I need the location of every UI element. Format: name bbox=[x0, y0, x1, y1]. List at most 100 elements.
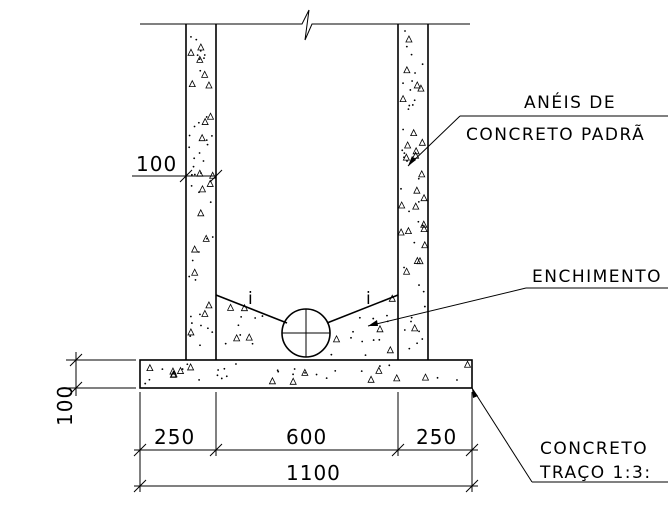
hatch-triangle bbox=[420, 193, 428, 202]
hatch-dot bbox=[205, 116, 208, 118]
hatch-dot bbox=[413, 241, 416, 244]
hatch-triangle bbox=[197, 43, 205, 51]
hatch-dot bbox=[408, 210, 410, 213]
hatch-triangle bbox=[412, 146, 420, 155]
hatch-dot bbox=[411, 104, 414, 106]
hatch-dot bbox=[190, 322, 193, 324]
hatch-dot bbox=[186, 363, 189, 366]
hatch-dot bbox=[223, 367, 226, 370]
base-leader bbox=[471, 387, 668, 483]
pipe-icon bbox=[281, 308, 331, 358]
hatch-dot bbox=[198, 191, 200, 194]
hatch-dot bbox=[404, 30, 406, 32]
fill-leader bbox=[367, 287, 668, 327]
hatch-triangle bbox=[367, 375, 375, 383]
wall-thickness-label: 100 bbox=[136, 152, 177, 176]
hatch-dot bbox=[408, 104, 411, 107]
hatch-dot bbox=[417, 177, 420, 180]
hatch-dot bbox=[225, 375, 228, 378]
hatch-dot bbox=[386, 314, 388, 317]
hatch-triangle bbox=[413, 81, 421, 89]
concrete-hatch bbox=[144, 30, 472, 385]
hatch-dot bbox=[360, 370, 363, 373]
hatch-triangle bbox=[421, 240, 429, 249]
right-span-label: 250 bbox=[416, 425, 457, 449]
fill-label: ENCHIMENTO bbox=[532, 267, 662, 287]
hatch-dot bbox=[211, 331, 214, 334]
hatch-dot bbox=[416, 342, 418, 345]
hatch-triangle bbox=[186, 363, 195, 371]
hatch-triangle bbox=[170, 370, 178, 378]
hatch-triangle bbox=[197, 208, 205, 217]
hatch-dot bbox=[235, 363, 237, 365]
hatch-dot bbox=[196, 54, 199, 57]
hatch-triangle bbox=[386, 345, 394, 354]
hatch-triangle bbox=[417, 84, 425, 92]
hatch-triangle bbox=[201, 70, 209, 78]
hatch-dot bbox=[400, 187, 402, 190]
hatch-triangle bbox=[289, 377, 297, 385]
hatch-triangle bbox=[405, 35, 413, 43]
hatch-dot bbox=[372, 317, 375, 320]
hatch-triangle bbox=[412, 202, 420, 210]
hatch-dot bbox=[364, 354, 367, 356]
rings-label-line2: CONCRETO PADRÃ bbox=[466, 123, 645, 145]
hatch-triangle bbox=[421, 373, 430, 381]
hatch-triangle bbox=[146, 363, 154, 372]
fill-benching bbox=[215, 294, 399, 324]
hatch-dot bbox=[388, 364, 391, 367]
hatch-triangle bbox=[198, 133, 206, 142]
wall-thickness-dimension bbox=[132, 169, 223, 183]
hatch-triangle bbox=[209, 171, 217, 179]
hatch-triangle bbox=[169, 370, 177, 378]
hatch-triangle bbox=[403, 141, 412, 149]
hatch-triangle bbox=[388, 294, 396, 302]
hatch-dot bbox=[410, 316, 413, 319]
hatch-dot bbox=[315, 373, 318, 376]
hatch-dot bbox=[403, 329, 406, 331]
hatch-triangle bbox=[420, 224, 428, 232]
hatch-triangle bbox=[403, 65, 411, 74]
hatch-dot bbox=[330, 353, 333, 356]
hatch-dot bbox=[211, 135, 213, 137]
top-break-line bbox=[140, 9, 470, 41]
hatch-dot bbox=[197, 251, 200, 253]
hatch-dot bbox=[190, 173, 193, 176]
hatch-dot bbox=[417, 200, 420, 203]
base-label-line2: TRAÇO 1:3: bbox=[539, 463, 652, 483]
hatch-dot bbox=[148, 378, 151, 381]
left-ring-wall bbox=[185, 24, 217, 360]
slab-thickness-label: 100 bbox=[53, 385, 77, 426]
hatch-triangle bbox=[205, 301, 213, 309]
hatch-dot bbox=[292, 373, 294, 376]
hatch-dot bbox=[405, 45, 408, 48]
hatch-dot bbox=[189, 315, 192, 318]
hatch-dot bbox=[197, 121, 200, 124]
hatch-dot bbox=[276, 369, 279, 372]
rings-label-line1: ANÉIS DE bbox=[524, 91, 616, 113]
hatch-dot bbox=[206, 143, 209, 146]
hatch-triangle bbox=[205, 81, 213, 89]
hatch-dot bbox=[209, 201, 212, 204]
hatch-triangle bbox=[240, 303, 249, 312]
hatch-dot bbox=[410, 320, 412, 323]
hatch-triangle bbox=[191, 268, 199, 276]
hatch-dot bbox=[352, 330, 354, 333]
hatch-dot bbox=[198, 58, 201, 61]
hatch-dot bbox=[191, 259, 194, 262]
hatch-dot bbox=[216, 374, 219, 377]
total-span-label: 1100 bbox=[286, 461, 341, 485]
hatch-dot bbox=[334, 370, 337, 372]
hatch-triangle bbox=[233, 333, 241, 342]
hatch-triangle bbox=[206, 179, 214, 187]
hatch-triangle bbox=[188, 79, 196, 88]
hatch-dot bbox=[261, 315, 264, 317]
hatch-dot bbox=[211, 236, 214, 238]
hatch-triangle bbox=[187, 48, 195, 56]
hatch-dot bbox=[293, 368, 296, 370]
hatch-triangle bbox=[404, 226, 413, 235]
hatch-dot bbox=[418, 284, 420, 286]
hatch-triangle bbox=[418, 138, 426, 146]
hatch-triangle bbox=[463, 360, 472, 368]
hatch-triangle bbox=[393, 373, 401, 382]
